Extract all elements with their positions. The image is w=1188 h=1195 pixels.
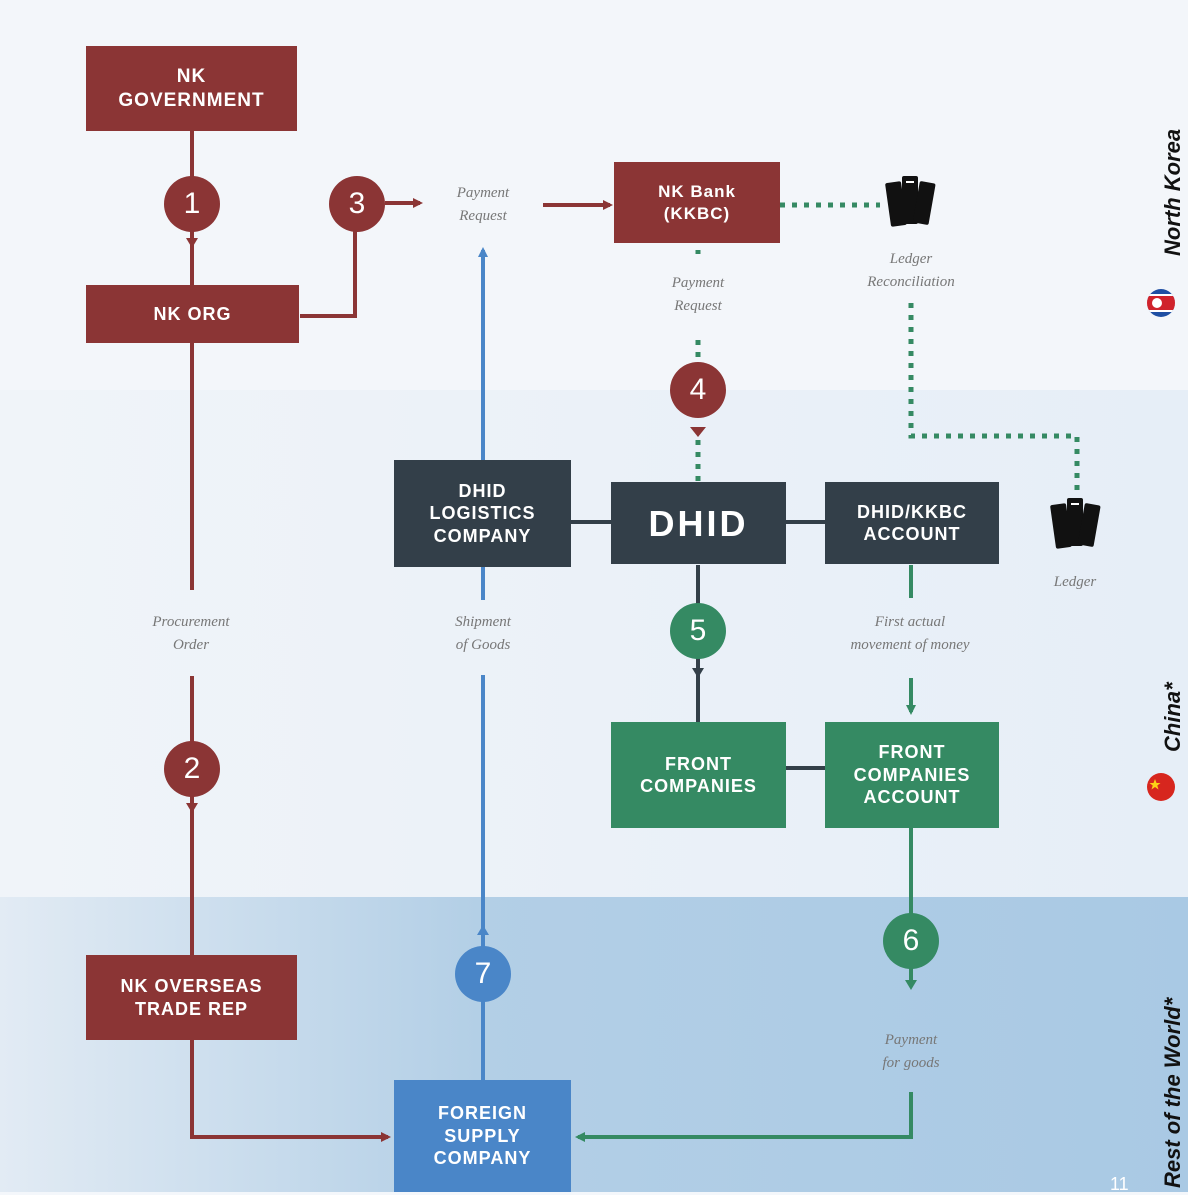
step-1-badge: 1 xyxy=(164,176,220,232)
nk-org-box: NK ORG xyxy=(86,285,299,343)
north-korea-flag-icon xyxy=(1147,289,1175,317)
step-2-badge: 2 xyxy=(164,741,220,797)
nk-government-box: NK GOVERNMENT xyxy=(86,46,297,131)
step-3-badge: 3 xyxy=(329,176,385,232)
step-4-badge: 4 xyxy=(670,362,726,418)
dhid-kkbc-account-box: DHID/KKBC ACCOUNT xyxy=(825,482,999,564)
region-china-label: China* xyxy=(1160,682,1185,752)
reconciliation-dotted-line xyxy=(908,303,1080,490)
foreign-supply-company-label: FOREIGN SUPPLY COMPANY xyxy=(433,1103,532,1169)
nk-government-label: NK GOVERNMENT xyxy=(118,65,265,111)
front-companies-account-box: FRONT COMPANIES ACCOUNT xyxy=(825,722,999,828)
payment-for-goods-label: Payment for goods xyxy=(882,1032,940,1071)
step-7-badge: 7 xyxy=(455,946,511,1002)
payment-request-label-top: Payment Request xyxy=(456,185,510,224)
step-6-badge: 6 xyxy=(883,913,939,969)
china-flag-icon xyxy=(1147,773,1175,801)
trade-rep-to-supplier-line xyxy=(190,1040,391,1142)
front-companies-label: FRONT COMPANIES xyxy=(640,753,757,797)
first-actual-movement-label: First actual movement of money xyxy=(850,614,970,653)
region-rest-of-world-label: Rest of the World* xyxy=(1160,997,1185,1188)
dhid-box: DHID xyxy=(611,482,786,564)
foreign-supply-company-box: FOREIGN SUPPLY COMPANY xyxy=(394,1080,571,1192)
front-companies-account-label: FRONT COMPANIES ACCOUNT xyxy=(853,742,971,808)
org-to-step3-line xyxy=(300,230,357,318)
front-companies-box: FRONT COMPANIES xyxy=(611,722,786,828)
dhid-label: DHID xyxy=(648,502,749,544)
ledger-books-icon xyxy=(1050,498,1101,549)
ledger-books-icon xyxy=(885,176,936,227)
nk-bank-box: NK Bank (KKBC) xyxy=(614,162,780,243)
payment-to-supplier-line xyxy=(575,1092,913,1142)
step-5-badge: 5 xyxy=(670,603,726,659)
payment-request-label-bank: Payment Request xyxy=(671,275,725,314)
shipment-of-goods-label: Shipment of Goods xyxy=(455,614,511,653)
dhid-logistics-box: DHID LOGISTICS COMPANY xyxy=(394,460,571,567)
nk-overseas-trade-rep-box: NK OVERSEAS TRADE REP xyxy=(86,955,297,1040)
nk-bank-label: NK Bank (KKBC) xyxy=(658,182,736,223)
dhid-kkbc-account-label: DHID/KKBC ACCOUNT xyxy=(857,501,967,545)
region-north-korea-label: North Korea xyxy=(1160,128,1185,256)
ledger-label: Ledger xyxy=(1053,574,1097,590)
nk-overseas-trade-rep-label: NK OVERSEAS TRADE REP xyxy=(120,976,263,1019)
ledger-reconciliation-label: Ledger Reconciliation xyxy=(867,251,955,290)
dhid-logistics-label: DHID LOGISTICS COMPANY xyxy=(429,480,536,546)
nk-org-label: NK ORG xyxy=(153,303,232,324)
procurement-order-label: Procurement Order xyxy=(152,614,230,653)
page-number: 11 xyxy=(1110,1174,1129,1194)
rest-of-world-band xyxy=(0,897,1188,1192)
